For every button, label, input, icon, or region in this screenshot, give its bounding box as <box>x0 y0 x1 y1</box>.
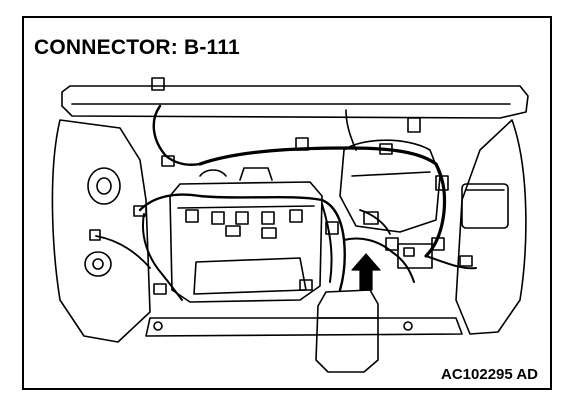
left-fender <box>51 119 151 343</box>
reference-code: AC102295 AD <box>441 366 538 383</box>
left-strut-top <box>87 167 121 205</box>
connector-title: CONNECTOR: B-111 <box>34 36 240 59</box>
air-cleaner <box>339 139 441 233</box>
battery <box>461 183 509 229</box>
front-crossmember <box>145 317 463 337</box>
cylinder-connectors <box>185 209 303 239</box>
connector-pointer-arrow <box>351 253 381 291</box>
left-branch <box>142 213 183 301</box>
harness-connectors <box>89 77 473 295</box>
main-harness <box>198 146 447 258</box>
harness-loop <box>138 193 346 292</box>
right-fender <box>455 119 527 335</box>
left-harness <box>152 104 202 166</box>
hood-outline <box>61 85 529 119</box>
reservoir-tank <box>315 289 379 373</box>
